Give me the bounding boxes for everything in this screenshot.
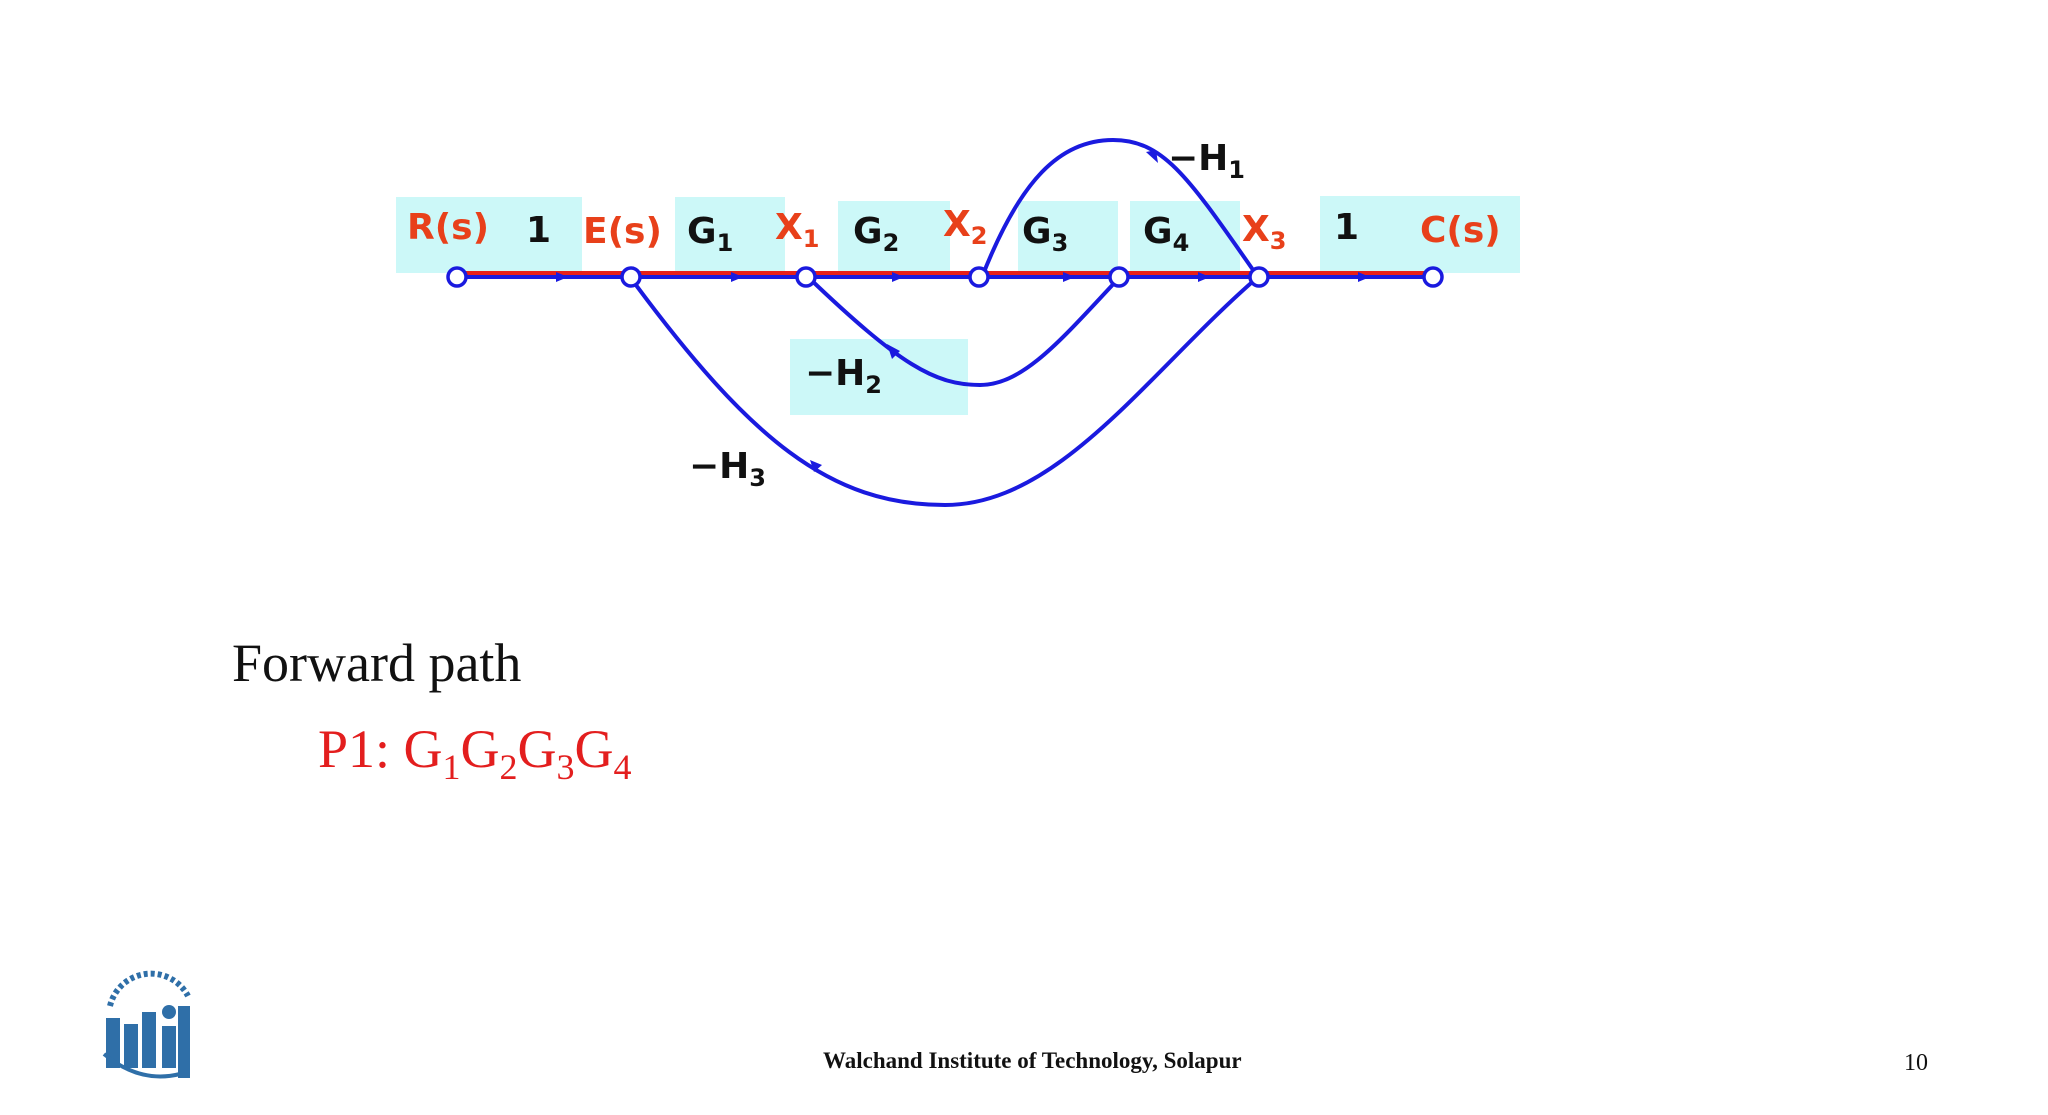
loop-h1 xyxy=(980,137,1260,279)
path-term: G3 xyxy=(517,719,575,787)
path-prefix: P1: xyxy=(318,719,404,779)
feedback-h1-label: −H1 xyxy=(1168,138,1245,184)
gain-x3-c-label: 1 xyxy=(1334,207,1359,248)
nodes xyxy=(446,266,1444,288)
path-term: G4 xyxy=(574,719,632,787)
feedback-arrows xyxy=(810,150,1158,472)
signal-x1-label: X1 xyxy=(775,207,819,253)
arrow-g3-x3 xyxy=(1198,272,1210,282)
signal-c-label: C(s) xyxy=(1420,210,1501,251)
forward-arrows xyxy=(556,272,1370,282)
path-term: G2 xyxy=(460,719,518,787)
signal-r-label: R(s) xyxy=(407,207,489,248)
node-g3-g4 xyxy=(1108,266,1130,288)
node-r xyxy=(446,266,468,288)
node-c xyxy=(1422,266,1444,288)
signal-x3-label: X3 xyxy=(1242,209,1286,255)
arrow-h2 xyxy=(887,344,900,359)
loop-h3 xyxy=(628,275,1260,508)
gain-g4-label: G4 xyxy=(1143,211,1189,257)
node-e xyxy=(620,266,642,288)
path-term: G1 xyxy=(403,719,461,787)
arrow-e-x1 xyxy=(731,272,743,282)
wit-logo xyxy=(102,970,191,1079)
arrow-x3-c xyxy=(1358,272,1370,282)
feedback-h3-label: −H3 xyxy=(689,446,766,492)
forward-branches xyxy=(458,271,1432,279)
signal-x2-label: X2 xyxy=(943,204,987,250)
arrow-h3 xyxy=(810,460,822,472)
node-x3 xyxy=(1248,266,1270,288)
signal-e-label: E(s) xyxy=(583,211,662,252)
highlight-boxes xyxy=(396,196,1520,415)
feedback-h2-label: −H2 xyxy=(805,353,882,399)
node-x2 xyxy=(968,266,990,288)
gain-g3-label: G3 xyxy=(1022,211,1068,257)
forward-path-expression: P1: G1G2G3G4 xyxy=(318,718,632,787)
gain-g2-label: G2 xyxy=(853,211,899,257)
node-x1 xyxy=(795,266,817,288)
signal-flow-graph: R(s) E(s) X1 X2 X3 C(s) 1 G1 G2 G3 G4 1 … xyxy=(396,137,1520,508)
gain-r-e-label: 1 xyxy=(526,210,551,251)
feedback-branches xyxy=(628,137,1260,508)
arrow-x2-g3 xyxy=(1063,272,1075,282)
arrow-x1-x2 xyxy=(892,272,904,282)
section-heading: Forward path xyxy=(232,633,522,693)
arrow-r-e xyxy=(556,272,568,282)
arrow-h1 xyxy=(1146,150,1158,163)
gain-g1-label: G1 xyxy=(687,211,733,257)
footer-institute: Walchand Institute of Technology, Solapu… xyxy=(823,1048,1242,1073)
page-number: 10 xyxy=(1904,1050,1928,1076)
loop-h2 xyxy=(806,275,1122,388)
